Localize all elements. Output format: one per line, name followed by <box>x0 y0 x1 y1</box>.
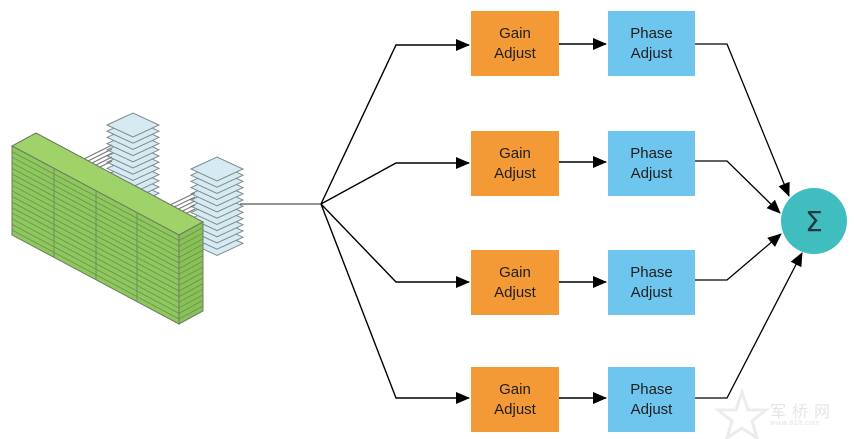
rack-side-row <box>178 277 204 292</box>
phase-sum-arrow-2 <box>695 160 781 214</box>
rack-side-row <box>178 232 204 247</box>
phase-label: Adjust <box>630 400 673 418</box>
rack-row <box>11 168 180 258</box>
rack-row <box>11 184 180 275</box>
rack-row <box>11 201 180 292</box>
rack-row <box>11 207 180 297</box>
phase-label: Phase <box>630 144 673 162</box>
rack-row <box>11 151 180 241</box>
watermark-url: www.81lt.com <box>770 419 820 427</box>
rack-side-row <box>178 288 204 303</box>
rack-side-row <box>178 244 204 258</box>
wire <box>81 144 113 161</box>
branch-2-feed <box>320 157 470 205</box>
gain-label: Gain <box>499 263 531 281</box>
antenna-plate <box>189 156 245 182</box>
phase-sum-arrow-3 <box>695 233 782 281</box>
rack-row <box>11 212 180 303</box>
rack-side-row <box>178 227 204 241</box>
branch-4-feed <box>320 203 470 404</box>
rack-side-row <box>178 272 204 286</box>
rack-row <box>11 156 180 247</box>
watermark-star-icon <box>713 387 771 439</box>
rack-row <box>11 229 180 320</box>
splitter-lines <box>320 39 470 404</box>
rack-side-row <box>178 305 204 320</box>
gain-label: Adjust <box>494 283 536 301</box>
phase-label: Adjust <box>630 283 673 301</box>
sigma-icon: Σ <box>805 204 823 238</box>
rack-row <box>11 179 180 269</box>
rack-row <box>11 173 180 264</box>
phase-sum-arrow-4 <box>695 252 803 399</box>
rack-side-row <box>178 300 204 314</box>
rack-row <box>11 196 180 286</box>
rack-row <box>11 218 180 309</box>
antenna-panel-stack-1 <box>105 112 161 206</box>
rack-row <box>11 224 180 314</box>
rack-side-row <box>178 266 204 281</box>
branch-1-feed <box>320 39 470 205</box>
gain-label: Gain <box>499 144 531 162</box>
rack-side-row <box>178 249 204 264</box>
gain-label: Gain <box>499 24 531 42</box>
rack-row <box>11 190 180 281</box>
phase-to-sum-arrows <box>695 43 803 399</box>
wire <box>169 192 196 206</box>
phase-label: Adjust <box>630 164 673 182</box>
gain-to-phase-arrows <box>559 38 607 404</box>
server-rack-icon <box>10 132 205 325</box>
phase-label: Phase <box>630 24 673 42</box>
phase-label: Phase <box>630 380 673 398</box>
rack-side-row <box>178 283 204 297</box>
gain-label: Adjust <box>494 44 536 62</box>
branch-3-feed <box>320 203 470 288</box>
gain-label: Adjust <box>494 164 536 182</box>
gain-label: Adjust <box>494 400 536 418</box>
rack-side-row <box>178 260 204 275</box>
rack-side-row <box>178 255 204 269</box>
phase-sum-arrow-1 <box>695 43 790 197</box>
rack-row <box>11 162 180 253</box>
phase-label: Adjust <box>630 44 673 62</box>
phase-label: Phase <box>630 263 673 281</box>
antenna-panel-stack-2 <box>189 156 245 256</box>
watermark-text: 军桥网 <box>770 402 837 421</box>
gain-label: Gain <box>499 380 531 398</box>
rack-side-row <box>178 294 204 309</box>
rack-side-row <box>178 238 204 253</box>
summation-node: Σ <box>781 188 847 254</box>
antenna-plate <box>105 112 161 138</box>
